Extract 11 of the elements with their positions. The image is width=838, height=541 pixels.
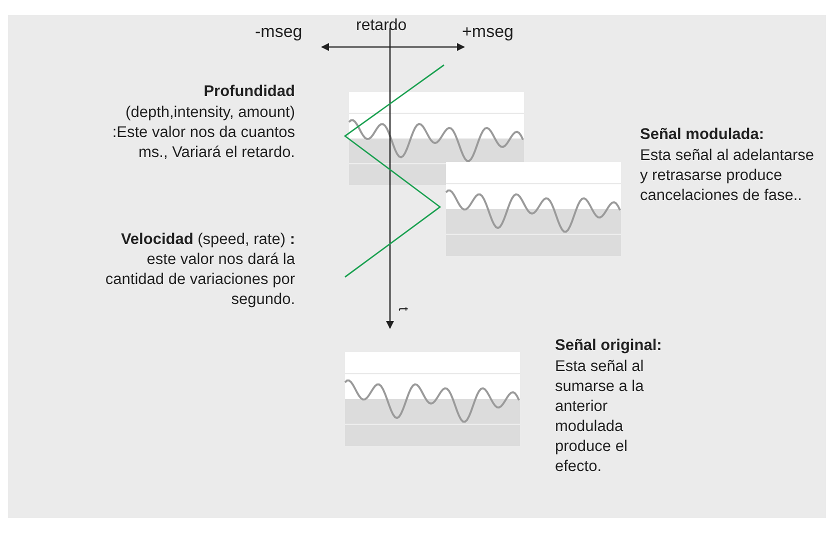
heading: Señal original: xyxy=(555,336,663,356)
axis-label: t xyxy=(395,307,413,311)
axis-label: -mseg xyxy=(255,22,302,42)
description-text: (depth,intensity, amount) :Este valor nos da cuantos ms., Variará el retardo. xyxy=(111,103,295,163)
description-text: Esta señal al adelantarse y retrasarse produce cancelaciones de fase.. xyxy=(640,146,816,206)
axis-label: retardo xyxy=(356,16,407,36)
heading: Profundidad xyxy=(202,82,295,102)
axis-label: +mseg xyxy=(462,22,514,42)
description-text: Velocidad (speed, rate) : este valor nos dará la cantidad de variaciones por segundo. xyxy=(105,230,295,310)
description-text: Esta señal al sumarse a la anterior modulada produce el efecto. xyxy=(555,357,645,477)
heading: Señal modulada: xyxy=(640,125,766,145)
